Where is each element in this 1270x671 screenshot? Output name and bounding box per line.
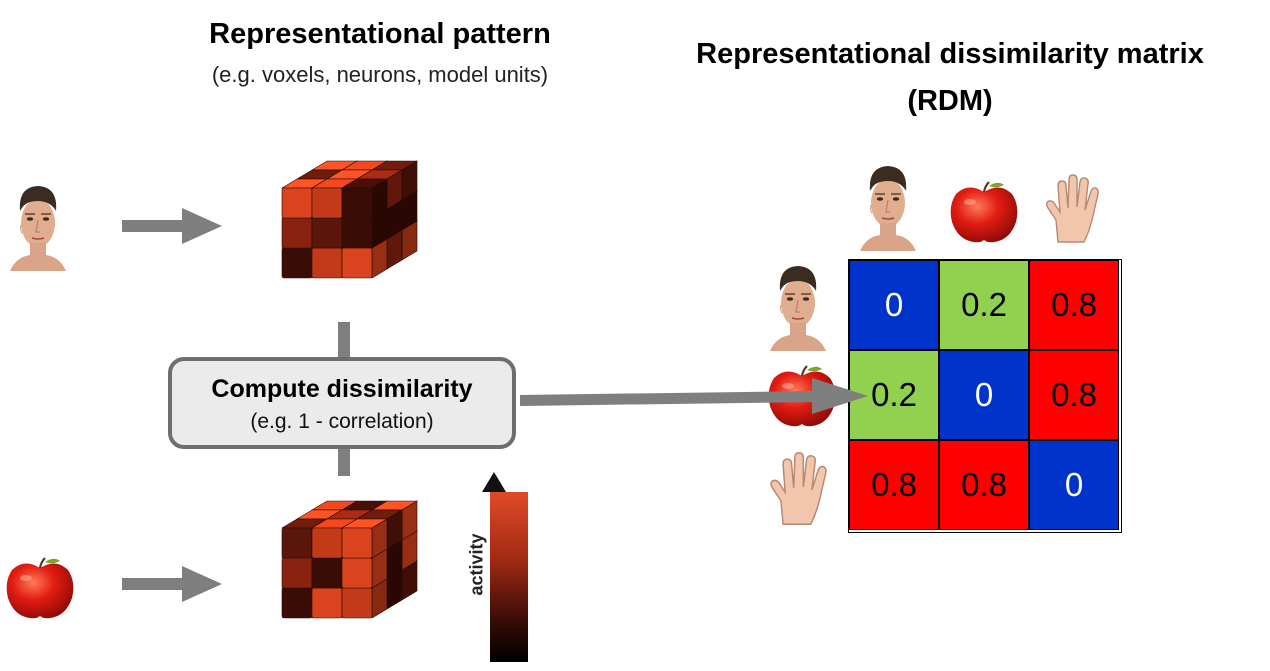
compute-to-rdm-arrow-icon: [520, 378, 868, 414]
compute-title: Compute dissimilarity: [211, 375, 473, 403]
face-stimulus-icon: [8, 180, 68, 272]
compute-subtitle: (e.g. 1 - correlation): [250, 410, 434, 433]
rdm-cell: 0.8: [1029, 350, 1119, 440]
face-to-pattern-arrow-icon: [122, 208, 222, 244]
rdm-cell: 0: [939, 350, 1029, 440]
pattern-title: Representational pattern: [209, 18, 551, 50]
rdm-title: Representational dissimilarity matrix: [696, 38, 1204, 70]
connector-top: [338, 322, 350, 358]
rdm-cell: 0: [849, 260, 939, 350]
pattern-subtitle: (e.g. voxels, neurons, model units): [211, 62, 549, 87]
rdm-col-apple-icon: [948, 180, 1020, 244]
rdm-cell: 0.8: [849, 440, 939, 530]
rdm-cell: 0.2: [939, 260, 1029, 350]
connector-bottom: [338, 448, 350, 476]
rdm-cell: 0.8: [1029, 260, 1119, 350]
rdm-row-hand-icon: [766, 450, 830, 528]
rdm-col-hand-icon: [1042, 172, 1102, 246]
apple-stimulus-icon: [4, 556, 76, 620]
rdm-row-face-icon: [768, 260, 828, 352]
voxel-pattern-top-icon: [280, 160, 419, 279]
activity-colorbar-icon: [482, 472, 528, 662]
colorbar-label: activity: [466, 533, 487, 596]
rdm-col-face-icon: [858, 160, 918, 252]
rdm-cell: 0: [1029, 440, 1119, 530]
rdm-title-abbrev: (RDM): [907, 85, 993, 117]
rdm-cell: 0.8: [939, 440, 1029, 530]
compute-dissimilarity-box: Compute dissimilarity (e.g. 1 - correlat…: [168, 357, 516, 449]
apple-to-pattern-arrow-icon: [122, 566, 222, 602]
voxel-pattern-bottom-icon: [280, 500, 419, 619]
